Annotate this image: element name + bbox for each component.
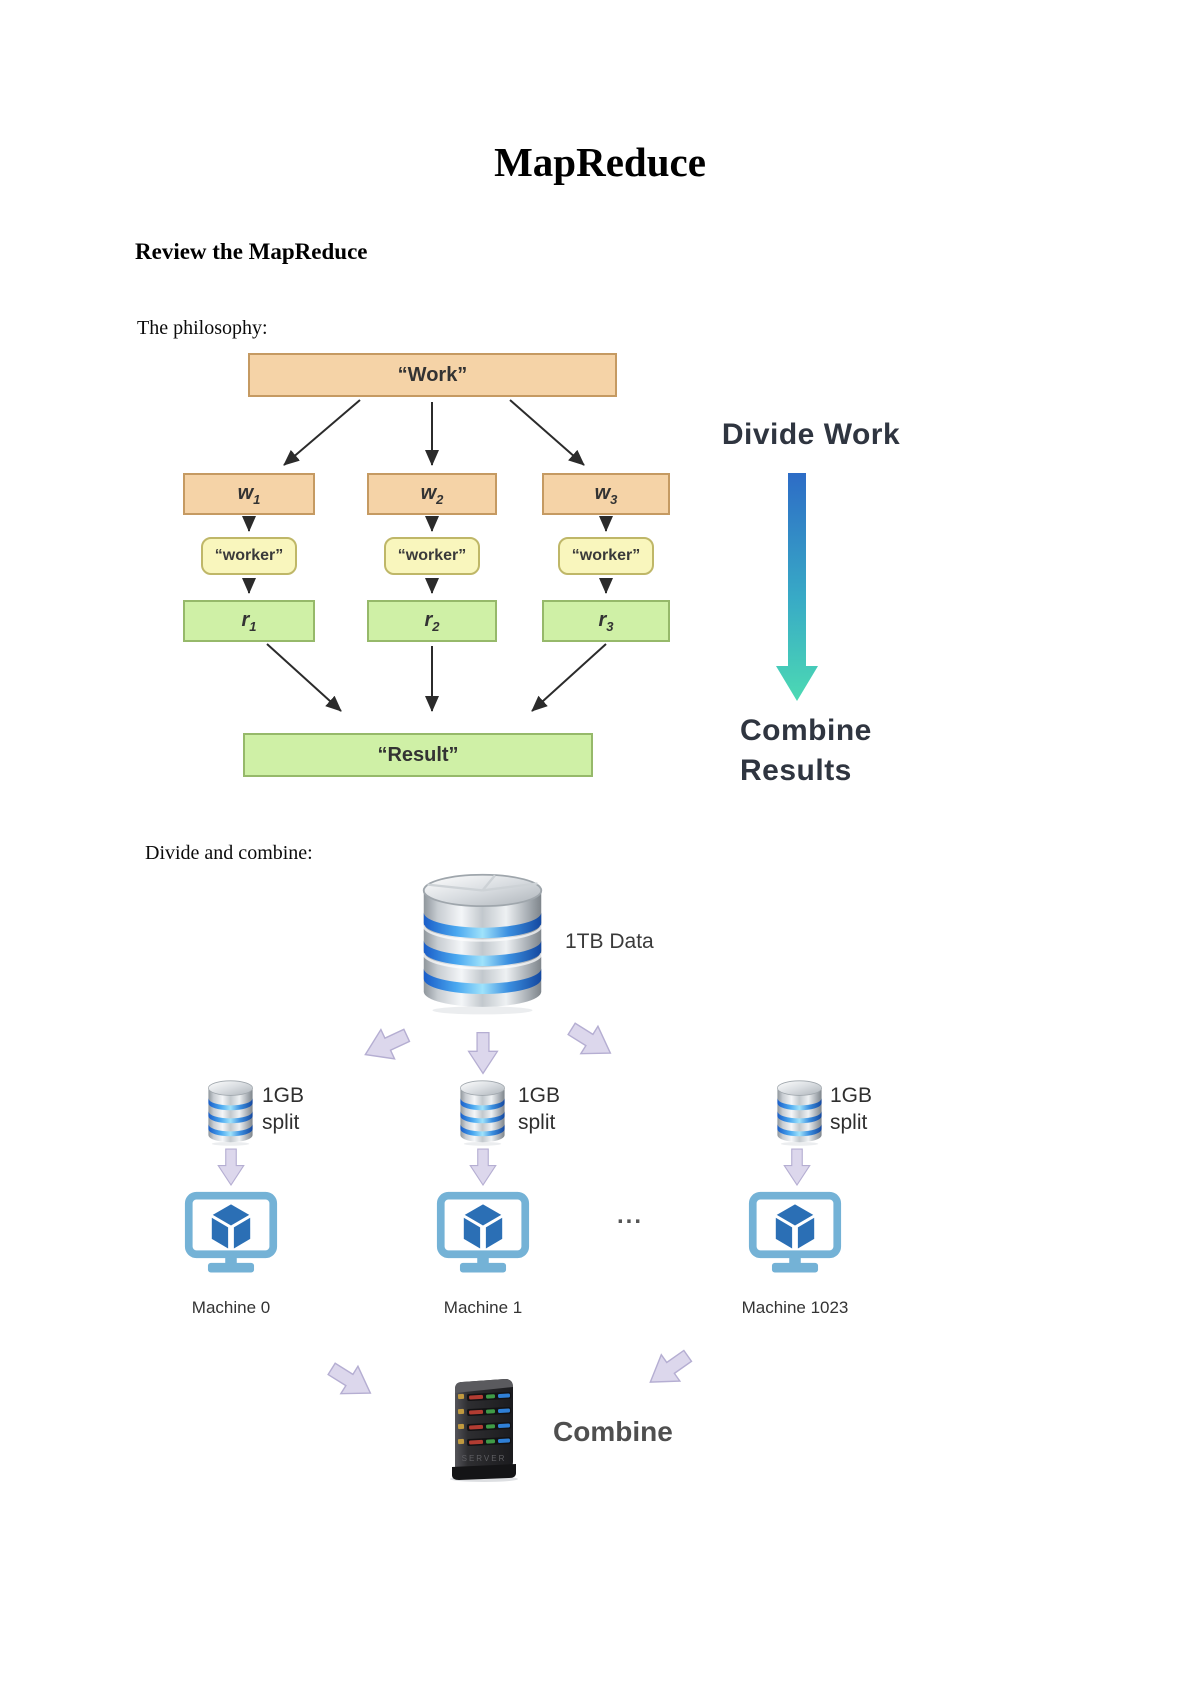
combine-results-label-line1: Combine [740, 714, 872, 747]
machine-monitor-icon [184, 1191, 278, 1273]
r1-label: r1 [241, 608, 257, 634]
database-icon-1tb [422, 873, 543, 1015]
w1-label: w1 [237, 481, 261, 507]
r3-label: r3 [598, 608, 614, 634]
combine-label: Combine [553, 1416, 673, 1447]
machine-monitor-icon [436, 1191, 530, 1273]
divide-combine-gradient-arrow-icon [776, 473, 818, 701]
database-icon-split [777, 1080, 822, 1146]
block-arrow-icon [467, 1031, 499, 1075]
w1-box: w1 [183, 473, 315, 515]
r1-box: r1 [183, 600, 315, 642]
r2-label: r2 [424, 608, 440, 634]
worker1-label: “worker” [214, 547, 284, 564]
block-arrow-icon [567, 1022, 612, 1055]
block-arrow-icon [783, 1148, 811, 1187]
worker2-label: “worker” [397, 547, 467, 564]
work-box-label: “Work” [397, 363, 468, 386]
server-faceplate-text: SERVER [462, 1454, 507, 1463]
machine-monitor-icon [748, 1191, 842, 1273]
combine-results-label-line2: Results [740, 754, 852, 787]
machine-1023-label: Machine 1023 [741, 1298, 849, 1317]
database-icon-split [208, 1080, 253, 1146]
philosophy-diagram: “Work” w1 w2 w3 “worker” “worker” “worke… [160, 340, 1060, 800]
split-label: 1GB split [262, 1084, 305, 1134]
database-icon-split [460, 1080, 505, 1146]
server-icon: SERVER [450, 1379, 518, 1482]
divide-work-label: Divide Work [721, 418, 901, 451]
result-box: “Result” [243, 733, 593, 777]
worker3-label: “worker” [571, 547, 641, 564]
w2-box: w2 [367, 473, 497, 515]
r3-box: r3 [542, 600, 670, 642]
page-title: MapReduce [494, 139, 706, 185]
block-arrow-icon [327, 1362, 372, 1395]
block-arrow-icon [364, 1028, 411, 1060]
split-label: 1GB split [830, 1084, 873, 1134]
divide-combine-diagram: 1TB Data 1GB split [150, 860, 1050, 1570]
result-box-label: “Result” [377, 743, 459, 766]
split-label: 1GB split [518, 1084, 561, 1134]
machine-1-label: Machine 1 [443, 1298, 523, 1317]
work-box: “Work” [248, 353, 617, 397]
r2-box: r2 [367, 600, 497, 642]
w2-label: w2 [420, 481, 444, 507]
block-arrow-icon [217, 1148, 245, 1187]
block-arrow-icon [469, 1148, 497, 1187]
w3-label: w3 [594, 481, 618, 507]
diagram-connector-arrows [242, 399, 818, 712]
divide-combine-intro-text: Divide and combine: [145, 842, 313, 864]
block-arrow-icon [649, 1349, 693, 1383]
worker1-box: “worker” [201, 537, 297, 575]
worker2-box: “worker” [384, 537, 480, 575]
w3-box: w3 [542, 473, 670, 515]
philosophy-intro-text: The philosophy: [137, 317, 268, 339]
source-data-label: 1TB Data [565, 930, 654, 953]
ellipsis-more-machines: ... [616, 1202, 643, 1229]
worker3-box: “worker” [558, 537, 654, 575]
machine-0-label: Machine 0 [191, 1298, 271, 1317]
section-heading: Review the MapReduce [135, 239, 368, 264]
